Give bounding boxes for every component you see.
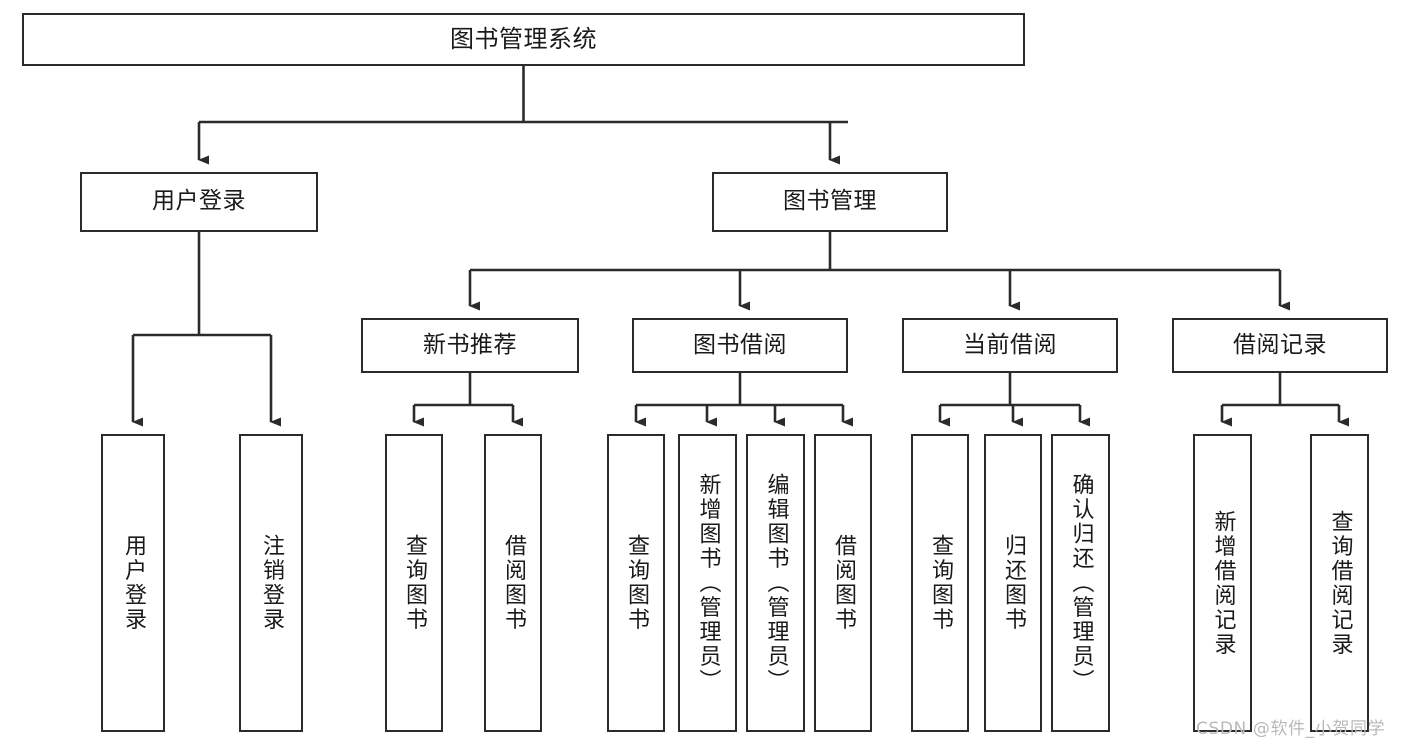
node-leaf-borrow-book[interactable]: 借阅图书	[814, 434, 872, 732]
node-leaf-borrow-book-label: 借阅图书	[831, 534, 856, 632]
node-leaf-user-login-label: 用户登录	[121, 534, 146, 632]
node-borrow-record[interactable]: 借阅记录	[1172, 318, 1388, 373]
node-current-borrow-label: 当前借阅	[963, 331, 1057, 358]
node-leaf-add-borrow-record[interactable]: 新增借阅记录	[1193, 434, 1252, 732]
node-leaf-borrow-book-rec-label: 借阅图书	[501, 534, 526, 632]
node-leaf-add-book-admin-label: 新增图书（管理员）	[695, 472, 721, 694]
node-leaf-query-book-current-label: 查询图书	[928, 534, 953, 632]
node-borrow-record-label: 借阅记录	[1233, 331, 1327, 358]
node-new-book-rec[interactable]: 新书推荐	[361, 318, 579, 373]
node-root-label: 图书管理系统	[450, 25, 597, 54]
node-book-borrow-label: 图书借阅	[693, 331, 787, 358]
node-user-login[interactable]: 用户登录	[80, 172, 318, 232]
node-book-manage[interactable]: 图书管理	[712, 172, 948, 232]
node-book-borrow[interactable]: 图书借阅	[632, 318, 848, 373]
node-leaf-confirm-return-admin[interactable]: 确认归还（管理员）	[1051, 434, 1110, 732]
node-leaf-confirm-return-admin-label: 确认归还（管理员）	[1068, 472, 1094, 694]
node-leaf-return-book[interactable]: 归还图书	[984, 434, 1042, 732]
node-leaf-query-book-rec-label: 查询图书	[402, 534, 427, 632]
node-current-borrow[interactable]: 当前借阅	[902, 318, 1118, 373]
node-leaf-add-borrow-record-label: 新增借阅记录	[1210, 509, 1236, 657]
node-leaf-user-logout-label: 注销登录	[259, 534, 284, 632]
node-leaf-user-login[interactable]: 用户登录	[101, 434, 165, 732]
node-new-book-rec-label: 新书推荐	[423, 331, 517, 358]
node-leaf-borrow-book-rec[interactable]: 借阅图书	[484, 434, 542, 732]
node-leaf-user-logout[interactable]: 注销登录	[239, 434, 303, 732]
node-leaf-edit-book-admin-label: 编辑图书（管理员）	[763, 472, 789, 694]
node-leaf-query-borrow-record-label: 查询借阅记录	[1327, 509, 1353, 657]
node-book-manage-label: 图书管理	[783, 188, 877, 215]
node-leaf-return-book-label: 归还图书	[1001, 534, 1026, 632]
node-root[interactable]: 图书管理系统	[22, 13, 1025, 66]
node-leaf-query-book-current[interactable]: 查询图书	[911, 434, 969, 732]
node-leaf-query-borrow-record[interactable]: 查询借阅记录	[1310, 434, 1369, 732]
node-leaf-query-book-borrow-label: 查询图书	[624, 534, 649, 632]
node-leaf-edit-book-admin[interactable]: 编辑图书（管理员）	[746, 434, 805, 732]
node-leaf-add-book-admin[interactable]: 新增图书（管理员）	[678, 434, 737, 732]
node-leaf-query-book-rec[interactable]: 查询图书	[385, 434, 443, 732]
node-leaf-query-book-borrow[interactable]: 查询图书	[607, 434, 665, 732]
node-user-login-label: 用户登录	[152, 188, 246, 215]
